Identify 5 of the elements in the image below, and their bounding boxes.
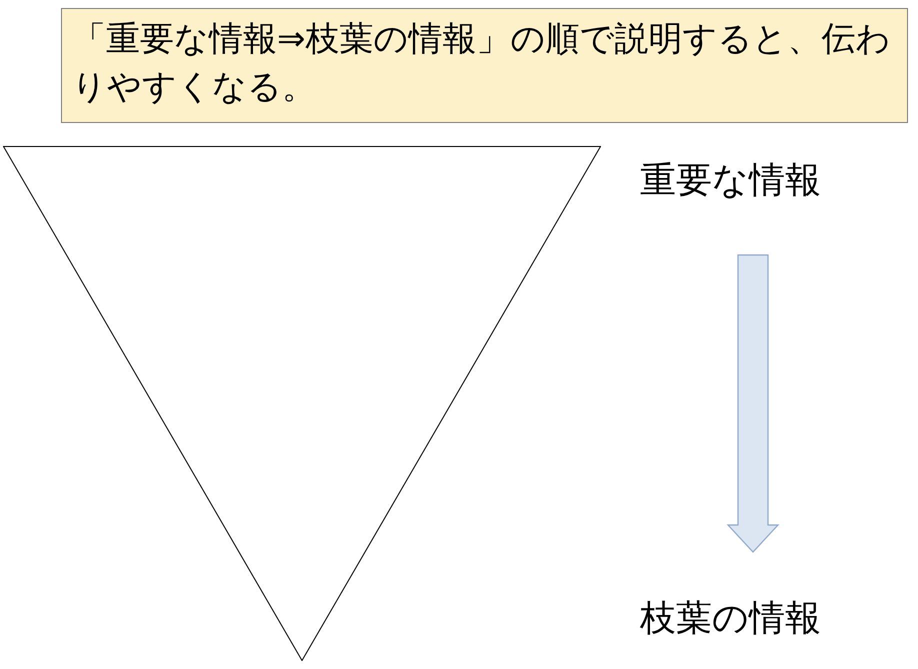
stage-label: 枝葉の情報	[640, 593, 870, 645]
note-box: 「重要な情報⇒枝葉の情報」の順で説明すると、伝わりやすくなる。	[61, 8, 908, 123]
inverted-triangle	[3, 146, 601, 661]
block-arrow	[726, 254, 780, 553]
stage-label: 重要な情報	[640, 155, 870, 207]
